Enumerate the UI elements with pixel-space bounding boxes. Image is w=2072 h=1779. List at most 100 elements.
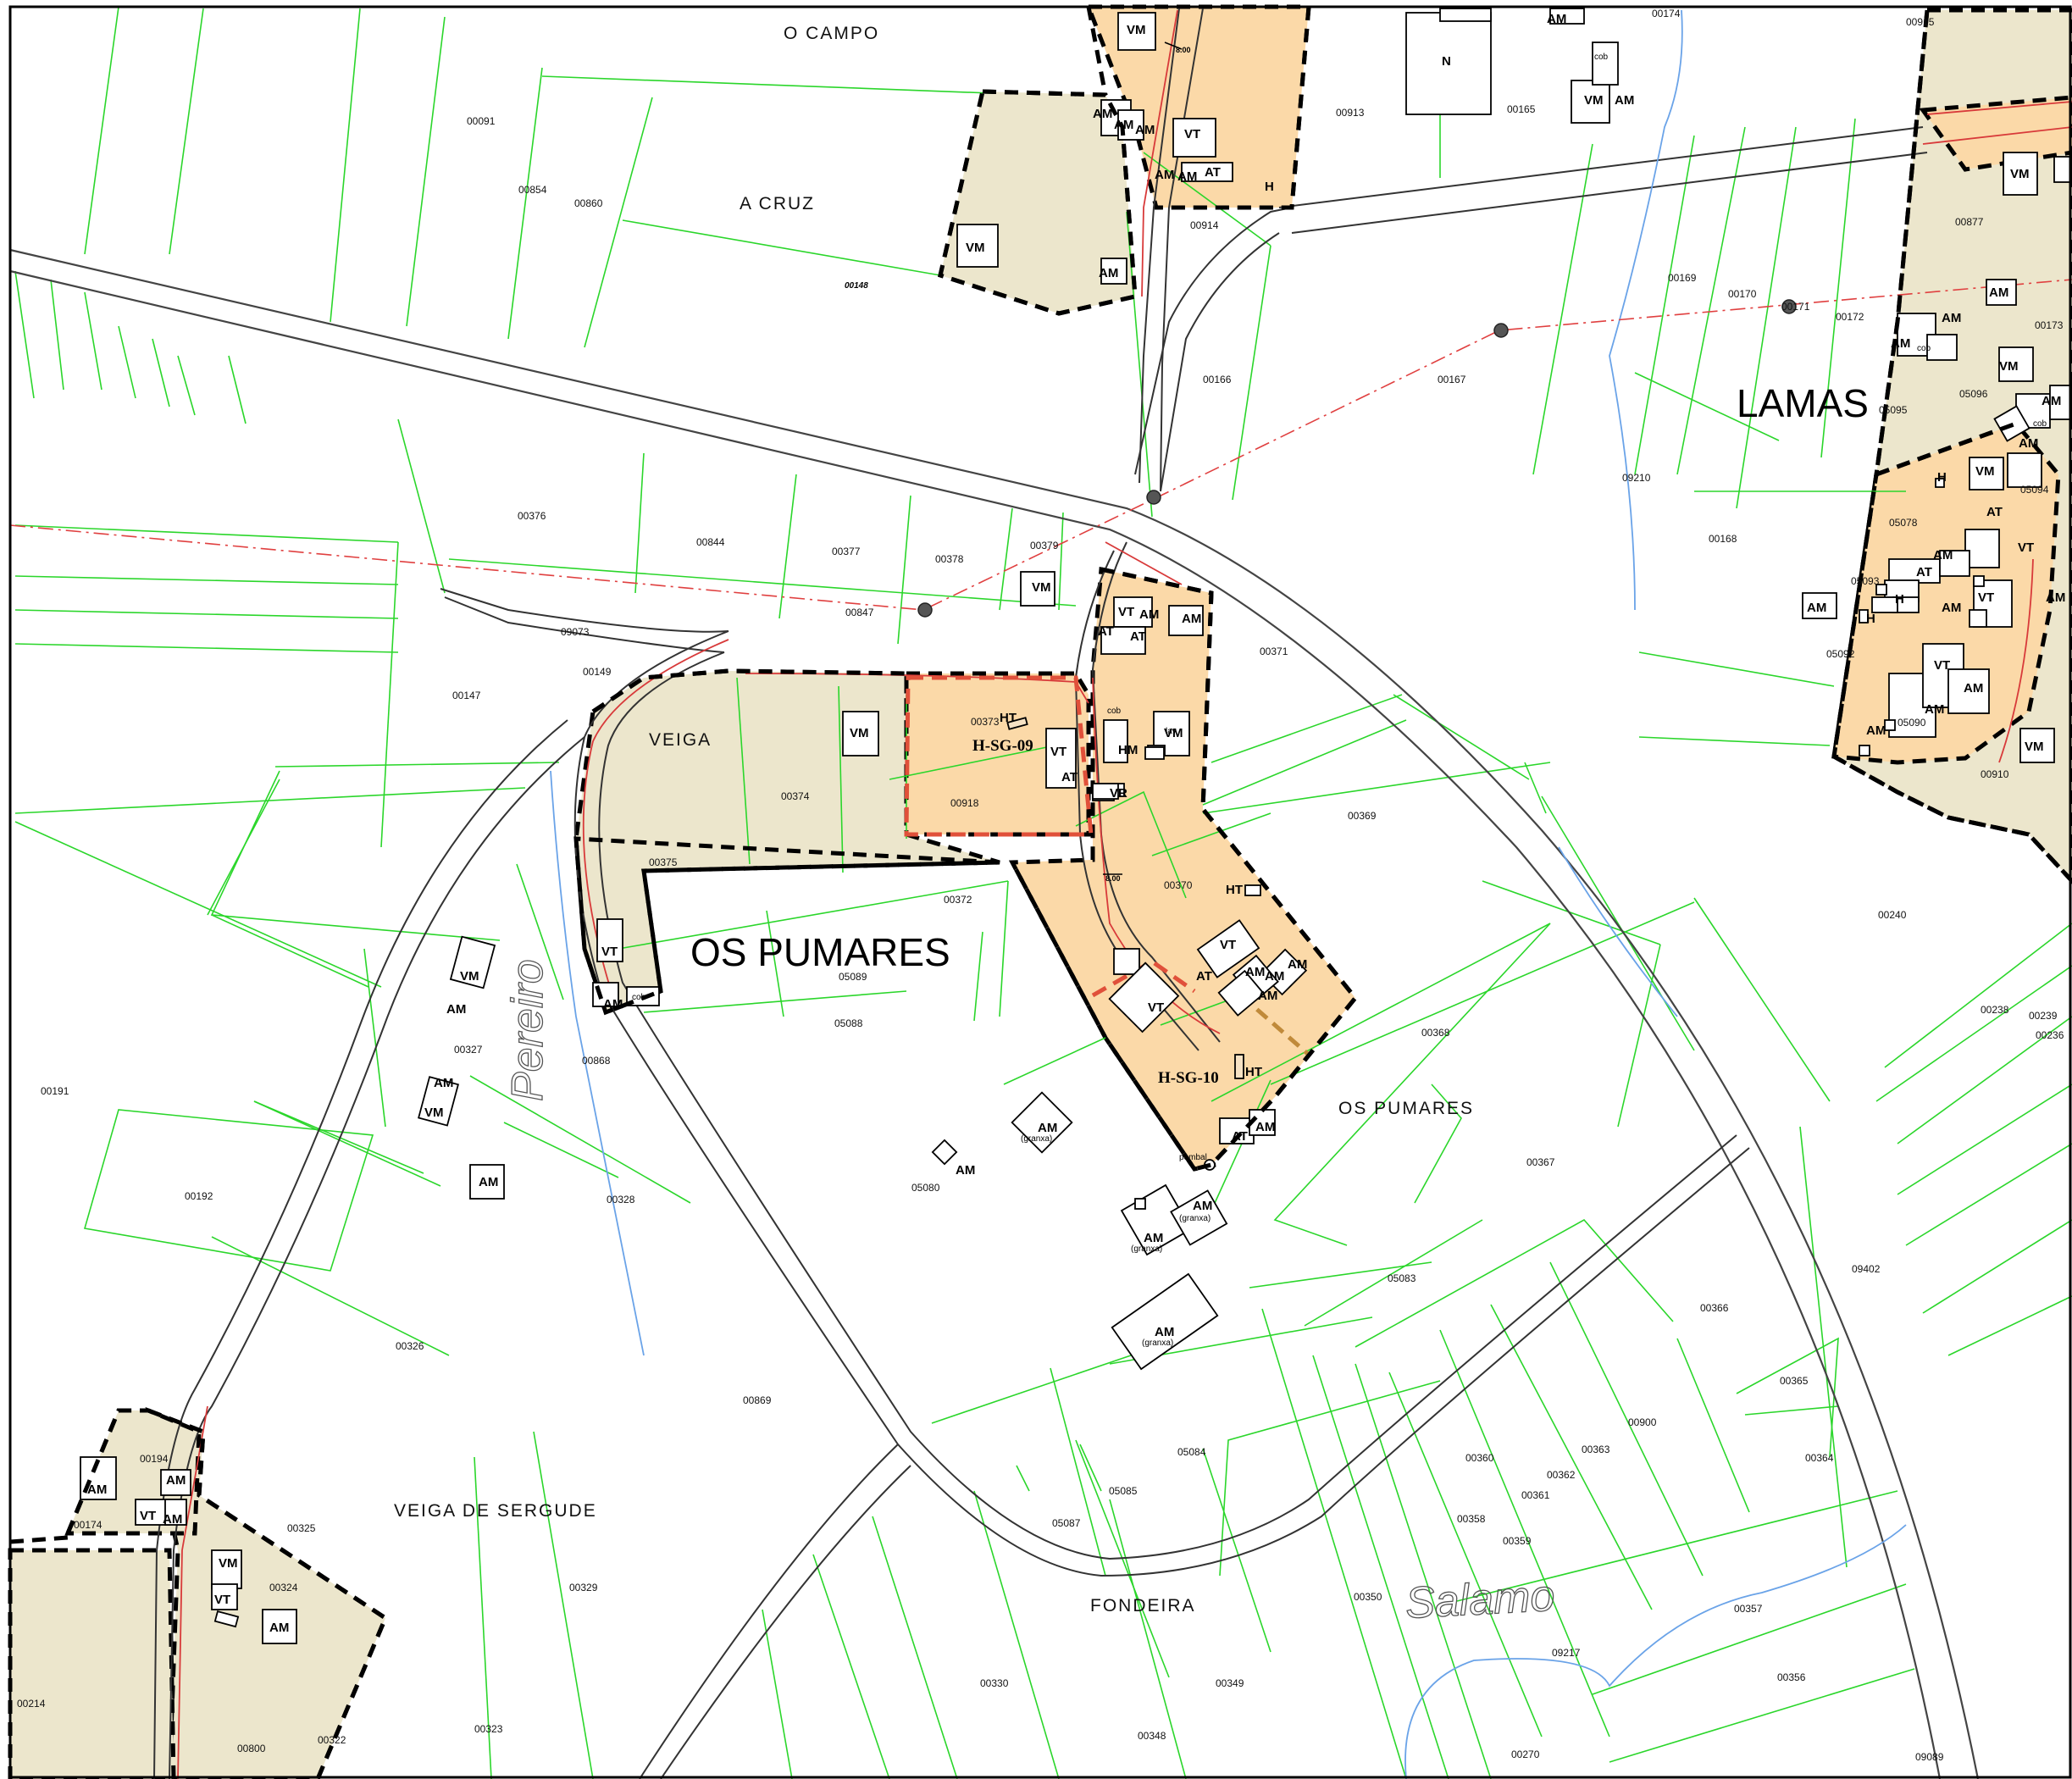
building-sub-label: cob	[1107, 707, 1122, 716]
building-code: VT	[1050, 745, 1066, 759]
building-code: VM	[1975, 464, 1995, 479]
plot-number: 00356	[1777, 1671, 1806, 1683]
building	[262, 1609, 297, 1644]
building-sub-label: cob	[1594, 53, 1609, 62]
building	[1884, 719, 1896, 731]
building	[842, 711, 879, 756]
plot-number: 05093	[1851, 575, 1880, 587]
plot-number: 05084	[1177, 1446, 1206, 1458]
building-code: VT	[2018, 540, 2034, 555]
plot-number: 00370	[1164, 879, 1193, 891]
building	[1108, 962, 1180, 1034]
building-code: AM	[1193, 1199, 1212, 1213]
plot-number: 00322	[318, 1734, 346, 1746]
building-ht	[1006, 717, 1028, 730]
building	[2007, 452, 2042, 488]
plot-number: 00239	[2029, 1010, 2058, 1022]
building-code: AM	[1139, 607, 1159, 622]
plot-number: 00360	[1465, 1452, 1494, 1464]
plot-number: 00170	[1728, 288, 1757, 300]
plot-number: 00329	[569, 1582, 598, 1593]
zone-lamas-urban	[1919, 95, 2072, 172]
power-line	[9, 279, 2072, 618]
building	[449, 935, 496, 989]
building-code: VM	[1584, 93, 1604, 108]
zone-h-sg-10	[1008, 566, 1359, 1172]
building-code: VM	[1164, 726, 1183, 740]
plot-number: 00915	[1906, 16, 1935, 28]
plot-number: 09073	[561, 626, 590, 638]
plot-number: 00270	[1511, 1749, 1540, 1760]
plot-number: 00149	[583, 666, 612, 678]
plot-number: 05087	[1052, 1517, 1081, 1529]
building-code: H	[1866, 612, 1875, 626]
building	[1011, 1091, 1073, 1154]
building	[1170, 1189, 1228, 1246]
plot-number: 00327	[454, 1044, 483, 1056]
plot-number: 00168	[1709, 533, 1737, 545]
plot-number: 00173	[2035, 319, 2064, 331]
building-code: AM	[1245, 965, 1265, 979]
plot-number: 05088	[834, 1017, 863, 1029]
streams	[550, 9, 1907, 1779]
plot-number: 00366	[1700, 1302, 1729, 1314]
plot-number: 00361	[1521, 1489, 1550, 1501]
place-veiga-de-sergude: VEIGA DE SERGUDE	[394, 1501, 597, 1521]
building-code: AM	[603, 997, 623, 1011]
plot-number: 00364	[1805, 1452, 1834, 1464]
building-sub-label: (granxa)	[1021, 1134, 1052, 1144]
building-code: VM	[424, 1106, 444, 1120]
plot-number: 00349	[1216, 1677, 1244, 1689]
building-code: AM	[1155, 1325, 1174, 1339]
plot-number: 00375	[649, 856, 678, 868]
plot-number: 00373	[971, 716, 1000, 728]
building-code: AM	[1155, 168, 1174, 182]
building-code: VM	[219, 1556, 238, 1571]
building	[1969, 457, 2004, 490]
building	[2049, 385, 2072, 420]
plot-number: 05085	[1109, 1485, 1138, 1497]
building	[1969, 609, 1987, 628]
building	[1134, 1198, 1146, 1210]
building	[1571, 80, 1610, 124]
building-code: AM	[1942, 311, 1961, 325]
building	[1144, 746, 1165, 760]
building	[1168, 605, 1204, 636]
plot-number: 00194	[140, 1453, 169, 1465]
building-code: AM	[87, 1482, 107, 1497]
plot-number: 05096	[1959, 388, 1988, 400]
building	[1986, 279, 2017, 306]
building	[1113, 948, 1140, 975]
building	[1172, 118, 1216, 158]
building-sub-label: pombal	[1179, 1153, 1207, 1162]
plot-number: 00914	[1190, 219, 1219, 231]
building-code: VT	[214, 1593, 230, 1607]
building-code: AT	[1205, 165, 1221, 180]
building	[1113, 596, 1153, 628]
building	[164, 1499, 187, 1526]
road-width-label: 8.00	[1105, 874, 1121, 883]
building-code: AM	[2019, 436, 2038, 451]
stream-3	[1404, 1524, 1907, 1779]
building-code: VT	[1184, 127, 1200, 141]
building-code: AT	[1061, 770, 1078, 784]
plot-number: 00238	[1981, 1004, 2009, 1016]
building-code: AM	[1964, 681, 1983, 696]
building-code: VT	[1934, 658, 1950, 673]
building-code: AM	[1144, 1231, 1163, 1245]
building-code: AM	[2042, 394, 2061, 408]
building	[1859, 609, 1869, 623]
building-code: VM	[2010, 167, 2030, 181]
plot-number: 00169	[1668, 272, 1697, 284]
building-sub-label: (granxa)	[1131, 1244, 1162, 1254]
building	[418, 1076, 459, 1127]
building-codes: VM AM AM AM VT AM AM AT H VM AM N AM VM …	[87, 12, 2065, 1635]
plot-number: 00174	[74, 1519, 102, 1531]
building-sub-label: cob	[2033, 419, 2047, 429]
building-code: AM	[1866, 723, 1886, 738]
building-code: AM	[446, 1002, 466, 1017]
building-code: VM	[1127, 23, 1146, 37]
building	[1875, 584, 1887, 596]
plot-number: 00868	[582, 1055, 611, 1067]
building-sub-label: cob	[1917, 344, 1931, 353]
